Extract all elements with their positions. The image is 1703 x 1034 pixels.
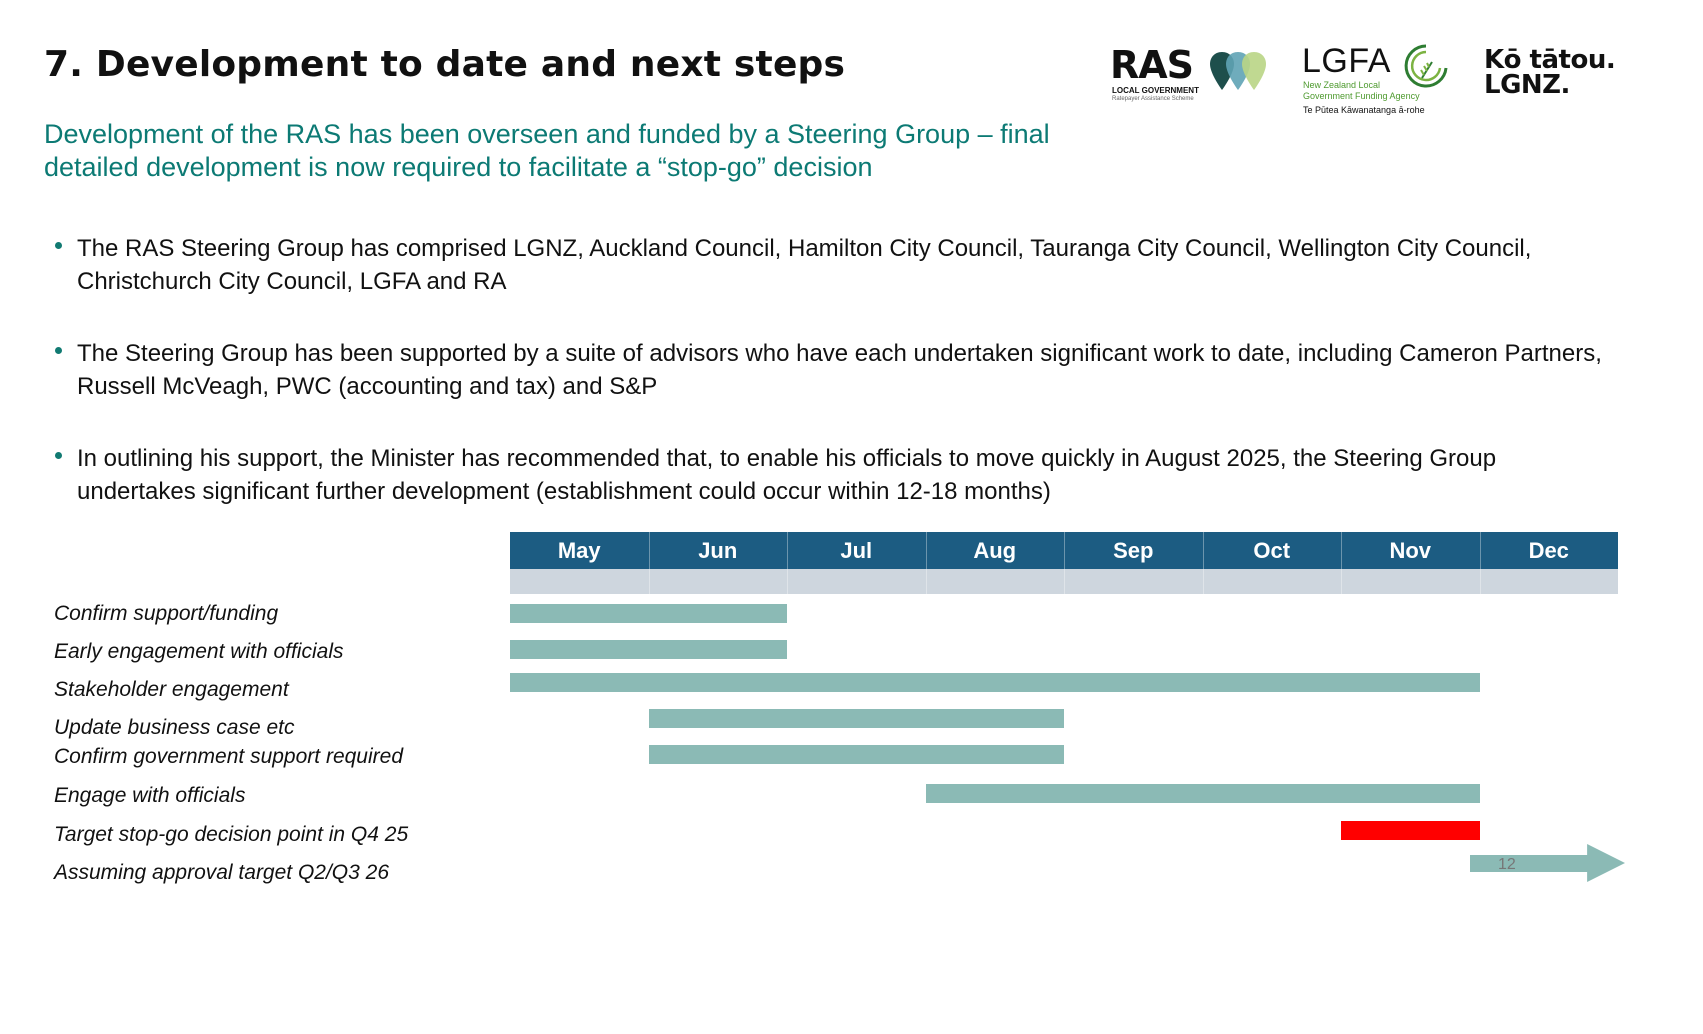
lgfa-logo: LGFA New Zealand Local Government Fundin… — [1302, 42, 1462, 120]
subtitle-line-2: detailed development is now required to … — [44, 152, 873, 182]
lgfa-logo-word: LGFA — [1302, 42, 1391, 80]
task-bar — [510, 604, 787, 623]
month-divider — [1479, 532, 1481, 594]
lgfa-logo-sub2: Government Funding Agency — [1303, 91, 1420, 101]
fern-wreath-icon — [1404, 44, 1448, 88]
ras-logo-sub2: Ratepayer Assistance Scheme — [1112, 96, 1194, 102]
month-divider — [1064, 532, 1065, 594]
lgnz-logo-line2: LGNZ. — [1484, 70, 1570, 100]
month-subheader-nov — [1341, 569, 1480, 594]
ras-pin-mark-icon — [1210, 52, 1266, 90]
month-header-oct: Oct — [1202, 532, 1341, 569]
month-header-jul: Jul — [787, 532, 926, 569]
month-subheader-dec — [1479, 569, 1618, 594]
task-bar — [925, 784, 1480, 803]
month-subheader-jun — [648, 569, 787, 594]
month-divider — [925, 532, 927, 594]
bullet-advisors: The Steering Group has been supported by… — [52, 337, 1612, 403]
month-subheader-sep — [1064, 569, 1203, 594]
subtitle: Development of the RAS has been overseen… — [44, 118, 1084, 184]
lgnz-logo-line1: Kō tātou. — [1484, 45, 1616, 75]
month-header-may: May — [510, 532, 649, 569]
lgfa-logo-sub1: New Zealand Local — [1303, 80, 1381, 90]
ras-logo-sub1: LOCAL GOVERNMENT — [1112, 86, 1199, 95]
page-number: 12 — [1498, 856, 1516, 873]
month-divider — [787, 532, 788, 594]
month-divider — [1202, 532, 1204, 594]
task-label: Engage with officials — [54, 784, 246, 807]
month-subheader-oct — [1202, 569, 1341, 594]
lgnz-logo: Kō tātou. LGNZ. — [1484, 46, 1624, 100]
task-bar — [510, 673, 1480, 692]
task-bar — [648, 709, 1064, 728]
month-subheader-jul — [787, 569, 926, 594]
task-label: Stakeholder engagement — [54, 678, 289, 701]
month-header-sep: Sep — [1064, 532, 1203, 569]
month-header-nov: Nov — [1341, 532, 1480, 569]
subtitle-line-1: Development of the RAS has been overseen… — [44, 119, 1050, 149]
month-divider — [1341, 532, 1342, 594]
ras-logo: RAS LOCAL GOVERNMENT Ratepayer Assistanc… — [1110, 46, 1272, 104]
month-header-dec: Dec — [1479, 532, 1618, 569]
ras-logo-word: RAS — [1110, 43, 1194, 87]
bullet-minister: In outlining his support, the Minister h… — [52, 442, 1612, 508]
decision-point-bar — [1341, 821, 1480, 840]
month-divider — [648, 532, 650, 594]
bullet-steering-group: The RAS Steering Group has comprised LGN… — [52, 232, 1612, 298]
task-label: Update business case etc — [54, 716, 295, 739]
month-subheader-aug — [925, 569, 1064, 594]
page-title: 7. Development to date and next steps — [44, 44, 846, 85]
timeline-arrow-icon — [1469, 844, 1625, 882]
task-label: Confirm support/funding — [54, 602, 279, 625]
month-subheader-may — [510, 569, 649, 594]
task-label: Target stop-go decision point in Q4 25 — [54, 823, 409, 846]
task-bar — [648, 745, 1064, 764]
task-label: Assuming approval target Q2/Q3 26 — [54, 861, 390, 884]
task-label: Early engagement with officials — [54, 640, 344, 663]
bullet-list: The RAS Steering Group has comprised LGN… — [52, 232, 1612, 508]
lgfa-logo-sub3: Te Pūtea Kāwanatanga ā-rohe — [1303, 105, 1425, 115]
month-header-jun: Jun — [648, 532, 787, 569]
month-header-aug: Aug — [925, 532, 1064, 569]
task-bar — [510, 640, 787, 659]
task-label: Confirm government support required — [54, 745, 404, 768]
